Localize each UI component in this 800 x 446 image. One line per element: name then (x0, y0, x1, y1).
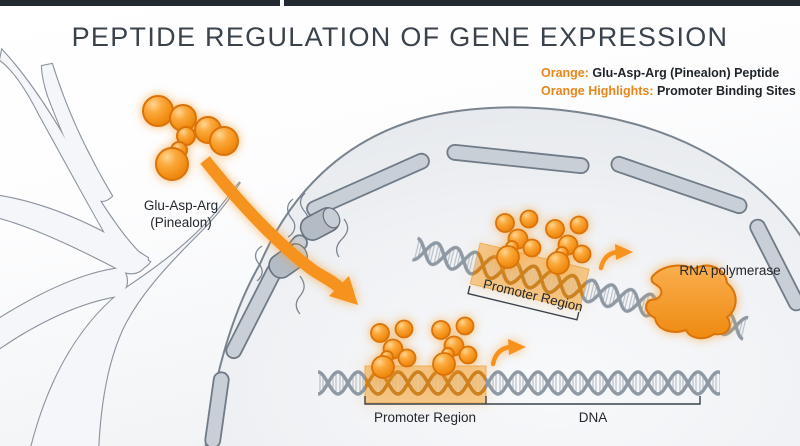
entry-arrow-head (329, 276, 358, 305)
entry-arrow (200, 156, 358, 305)
peptide-molecule (142, 95, 239, 181)
membrane-segment (204, 371, 230, 446)
membrane-segment (446, 143, 590, 175)
dna-label: DNA (578, 410, 608, 425)
cropped-edge-strip (0, 0, 800, 6)
legend-key: Orange: (541, 66, 589, 80)
neuron-dendrites (0, 48, 242, 446)
dna-bracket-lower (364, 396, 701, 405)
legend: Orange: Glu-Asp-Arg (Pinealon) Peptide O… (541, 64, 796, 100)
membrane-protein (299, 207, 341, 241)
entry-arrow-shaft (200, 156, 346, 294)
rna-polymerase-label: RNA polymerase (679, 263, 781, 278)
promoter-bracket-upper (467, 285, 580, 321)
legend-line-highlights: Orange Highlights: Promoter Binding Site… (541, 82, 796, 100)
membrane-squiggles (254, 192, 349, 315)
legend-key: Orange Highlights: (541, 84, 654, 98)
legend-value: Glu-Asp-Arg (Pinealon) Peptide (588, 66, 780, 80)
rna-polymerase-shape (645, 264, 737, 340)
peptide-label-line1: Glu-Asp-Arg (143, 198, 219, 213)
legend-line-peptide: Orange: Glu-Asp-Arg (Pinealon) Peptide (541, 64, 796, 82)
peptide-label: Glu-Asp-Arg (Pinealon) (106, 197, 256, 231)
membrane-segment (306, 152, 430, 218)
legend-value: Promoter Binding Sites (653, 84, 796, 98)
promoter-region-label-lower: Promoter Region (373, 410, 477, 425)
page-title: PEPTIDE REGULATION OF GENE EXPRESSION (71, 22, 729, 52)
transcription-arrow-upper (598, 244, 633, 271)
transcription-arrow-lower (490, 339, 526, 367)
membrane-segment (610, 155, 748, 215)
peptide-label-line2: (Pinealon) (150, 215, 212, 230)
